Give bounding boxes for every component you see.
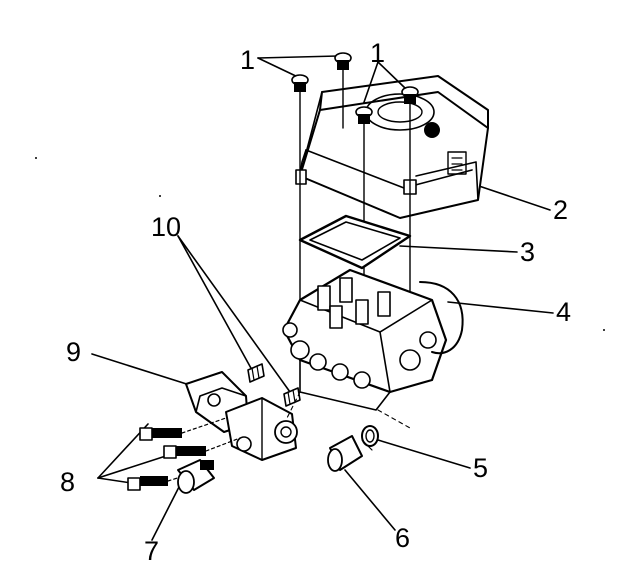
fitting-1 xyxy=(247,363,265,383)
callout-7: 7 xyxy=(144,536,159,566)
pressure-switch xyxy=(177,459,215,494)
alignment-lines xyxy=(285,391,411,429)
callout-5: 5 xyxy=(473,453,488,483)
o-ring xyxy=(361,425,379,447)
callout-labels: 1 1 2 3 4 5 6 7 8 9 10 xyxy=(60,38,571,566)
scan-specks xyxy=(35,157,605,331)
callout-2: 2 xyxy=(553,195,568,225)
screw-4 xyxy=(401,86,419,293)
port-circles xyxy=(282,322,437,389)
callout-4: 4 xyxy=(556,297,571,327)
callout-1-left: 1 xyxy=(240,45,255,75)
screw-1 xyxy=(291,74,309,313)
valve-towers xyxy=(317,277,391,329)
gasket xyxy=(298,214,412,270)
valve-block xyxy=(225,397,298,461)
modulator-body xyxy=(282,268,464,411)
bolt-1 xyxy=(139,417,227,441)
callout-8: 8 xyxy=(60,467,75,497)
callout-3: 3 xyxy=(520,237,535,267)
screw-2 xyxy=(334,52,352,129)
bleeder-fittings xyxy=(247,363,301,407)
sensor-plug xyxy=(327,435,373,472)
callout-6: 6 xyxy=(395,523,410,553)
bolts xyxy=(127,417,241,491)
bolt-2 xyxy=(163,437,241,459)
fitting-2 xyxy=(283,387,301,407)
callout-9: 9 xyxy=(66,337,81,367)
callout-1-right: 1 xyxy=(370,38,385,68)
controller-housing xyxy=(295,75,489,219)
callout-10: 10 xyxy=(151,212,181,242)
